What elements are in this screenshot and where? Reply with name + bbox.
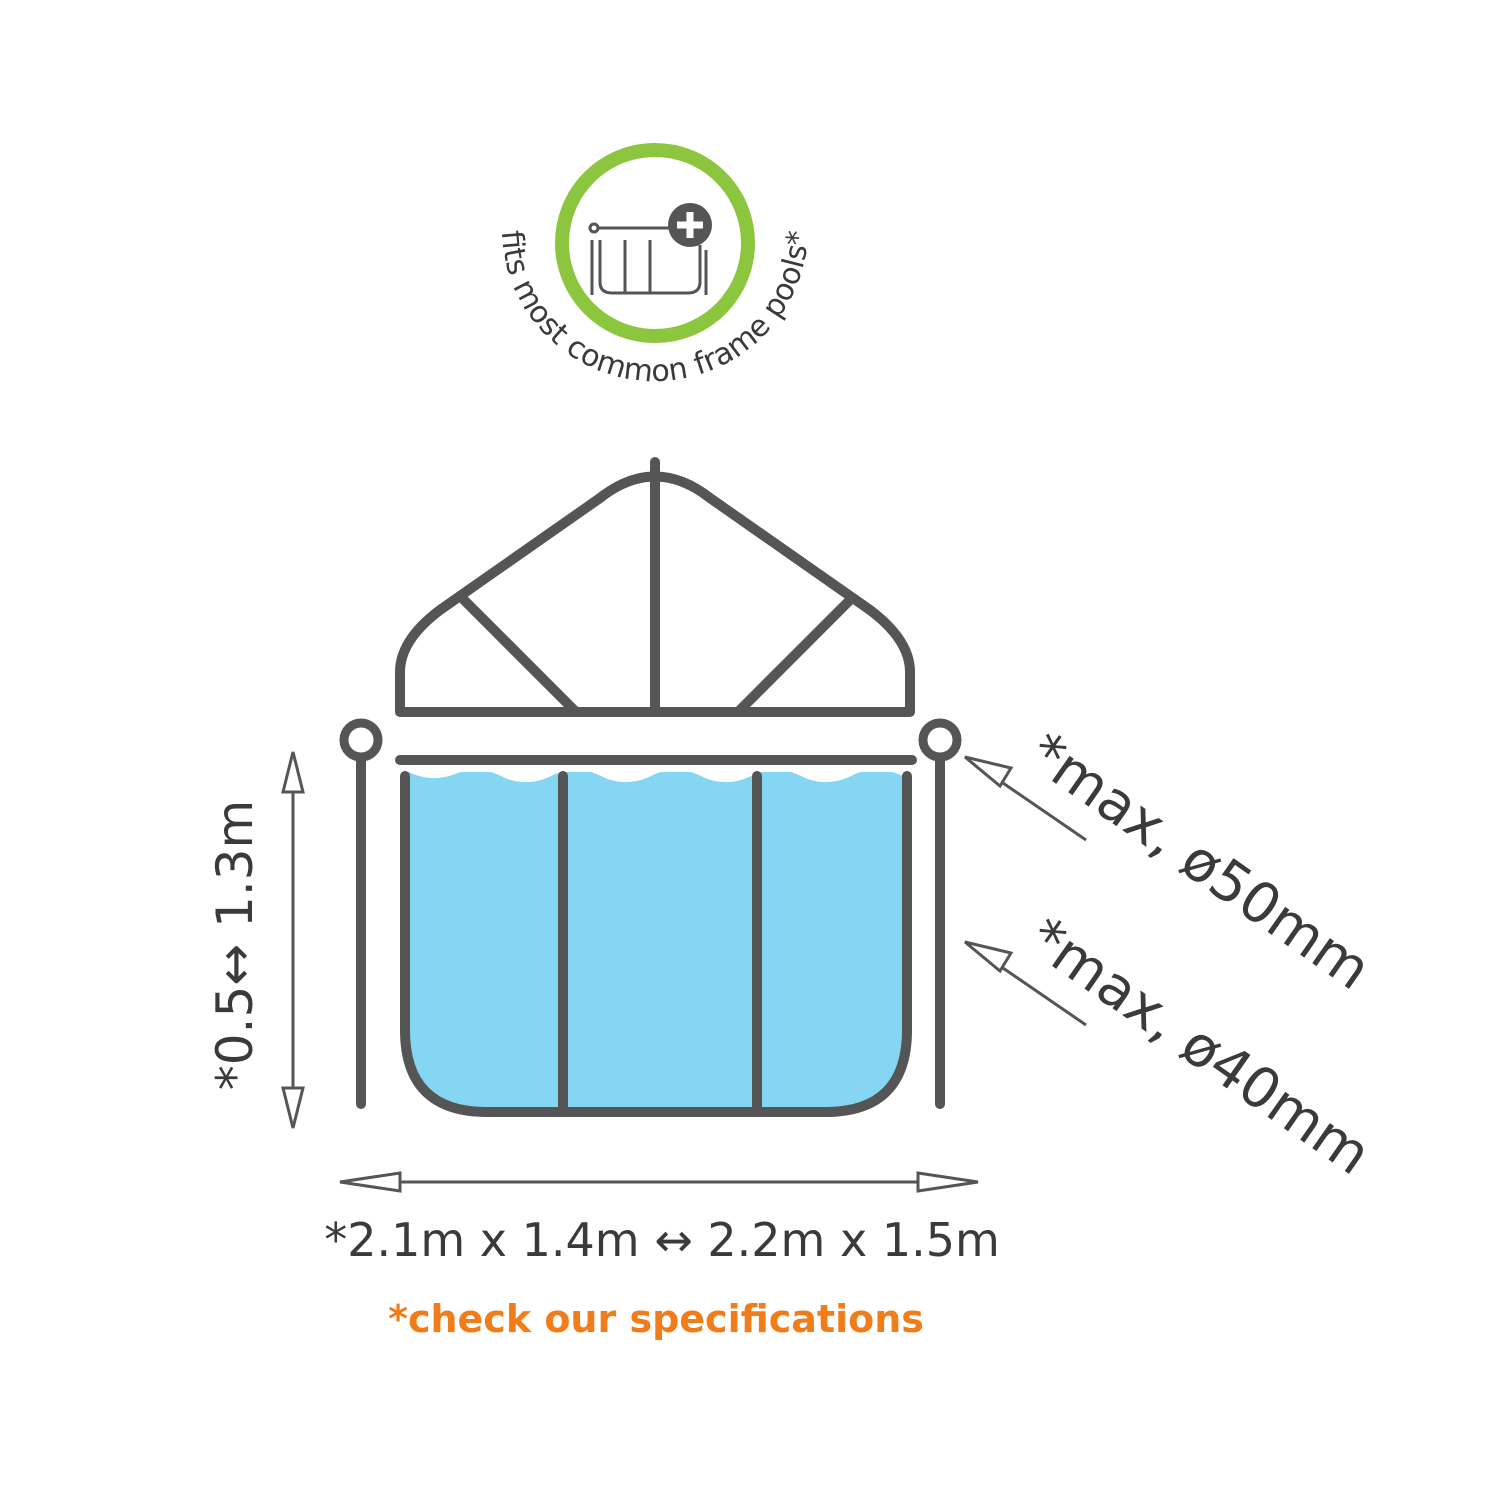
badge-text-path: fits most common frame pools* bbox=[494, 229, 816, 390]
specifications-note: *check our specifications bbox=[388, 1297, 924, 1341]
badge-ring bbox=[555, 143, 755, 343]
pool bbox=[339, 718, 962, 1117]
top-tube-arrow bbox=[964, 755, 1087, 842]
height-label: *0.5↔ 1.3m bbox=[206, 800, 264, 1091]
badge-text: fits most common frame pools* bbox=[494, 229, 816, 390]
fits-frame-pools-badge: fits most common frame pools* bbox=[494, 143, 816, 390]
pool-wall bbox=[400, 771, 912, 1117]
width-arrow bbox=[339, 1171, 979, 1193]
bottom-tube-arrow bbox=[964, 940, 1087, 1027]
dome-frame bbox=[395, 457, 915, 717]
left-post-cap bbox=[339, 718, 383, 762]
height-arrow bbox=[281, 751, 305, 1129]
width-label: *2.1m x 1.4m ↔ 2.2m x 1.5m bbox=[324, 1213, 1000, 1267]
water-waves bbox=[405, 768, 907, 783]
pool-plus-icon bbox=[588, 203, 712, 295]
pool-water bbox=[405, 772, 907, 1112]
right-post-cap bbox=[918, 718, 962, 762]
